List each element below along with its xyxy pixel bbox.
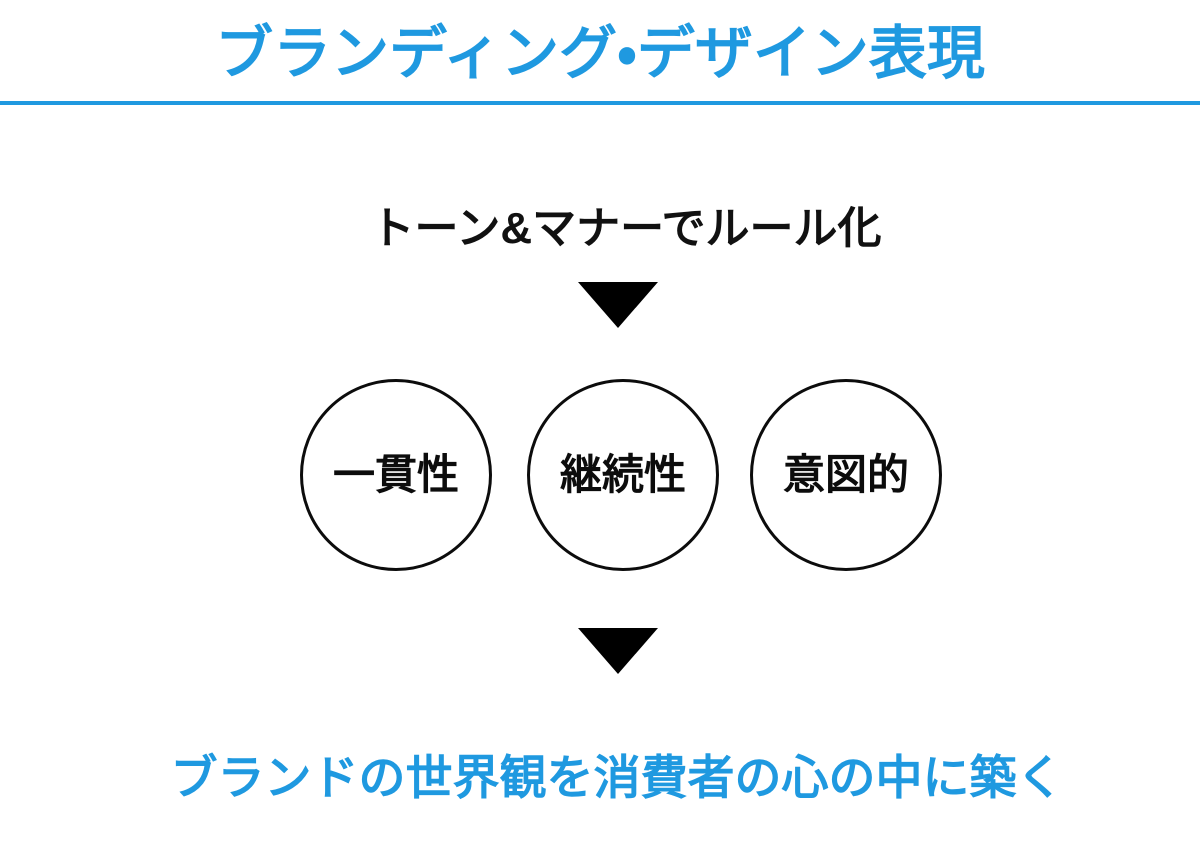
concept-circle-row: 一貫性 継続性 意図的 (0, 379, 1200, 571)
concept-circle-consistency: 一貫性 (300, 379, 492, 571)
page-title: ブランディング・デザイン表現 (215, 21, 985, 86)
arrow-down-icon (578, 628, 658, 674)
arrow-down-icon (578, 282, 658, 328)
slide-header: ブランディング・デザイン表現 (0, 0, 1200, 106)
conclusion-statement: ブランドの世界観を消費者の心の中に築く (170, 751, 1064, 804)
concept-circle-continuity: 継続性 (527, 379, 719, 571)
concept-circle-label: 継続性 (559, 451, 686, 498)
header-divider (0, 101, 1200, 105)
concept-circle-intentional: 意図的 (750, 379, 942, 571)
concept-circle-label: 意図的 (782, 451, 909, 498)
concept-circle-label: 一貫性 (332, 451, 459, 498)
section-heading: トーン&マナーでルール化 (370, 204, 882, 253)
slide-body: トーン&マナーでルール化 一貫性 継続性 意図的 ブランドの世界観を消費者の心の… (0, 106, 1200, 846)
